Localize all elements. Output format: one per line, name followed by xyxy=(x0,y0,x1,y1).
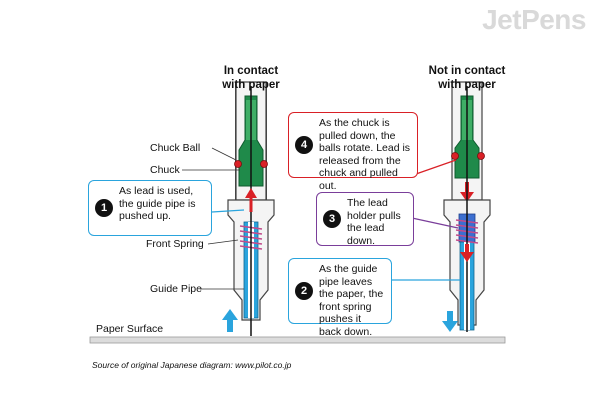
left-pencil xyxy=(222,81,275,336)
label-chuck-ball: Chuck Ball xyxy=(150,142,201,154)
label-chuck: Chuck xyxy=(150,164,180,176)
callout-4-number: 4 xyxy=(295,136,313,154)
right-chuck-ball-1 xyxy=(451,152,459,160)
right-pencil xyxy=(442,81,491,332)
right-blue-arrow-down xyxy=(442,321,458,332)
heading-in-contact: In contact with paper xyxy=(222,65,280,91)
callout-4: 4 As the chuck is pulled down, the balls… xyxy=(288,112,418,192)
callout-2-text: As the guide pipe leaves the paper, the … xyxy=(319,263,384,338)
label-paper-surface: Paper Surface xyxy=(96,323,164,335)
label-leaders xyxy=(182,147,244,290)
right-chuck-ball-2 xyxy=(477,152,485,160)
callout-3-number: 3 xyxy=(323,210,341,228)
callout-3: 3 The lead holder pulls the lead down. xyxy=(316,192,414,247)
label-front-spring: Front Spring xyxy=(146,238,204,250)
brand-logo: JetPens xyxy=(482,4,586,35)
callout-4-text: As the chuck is pulled down, the balls r… xyxy=(319,117,411,192)
callout-3-text: The lead holder pulls the lead down. xyxy=(347,197,401,247)
left-blue-arrow-up xyxy=(222,309,238,320)
callout-1: 1 As lead is used, the guide pipe is pus… xyxy=(88,180,212,236)
left-chuck-ball-2 xyxy=(260,160,268,168)
paper-surface xyxy=(89,336,506,344)
callout-leaders xyxy=(211,159,460,281)
callout-2: 2 As the guide pipe leaves the paper, th… xyxy=(288,258,392,338)
heading-not-in-contact: Not in contact with paper xyxy=(428,65,506,91)
callout-2-number: 2 xyxy=(295,282,313,300)
callout-1-text: As lead is used, the guide pipe is pushe… xyxy=(119,185,196,222)
left-chuck-ball-1 xyxy=(234,160,242,168)
label-guide-pipe: Guide Pipe xyxy=(150,283,202,295)
callout-1-number: 1 xyxy=(95,199,113,217)
source-credit: Source of original Japanese diagram: www… xyxy=(92,360,292,370)
